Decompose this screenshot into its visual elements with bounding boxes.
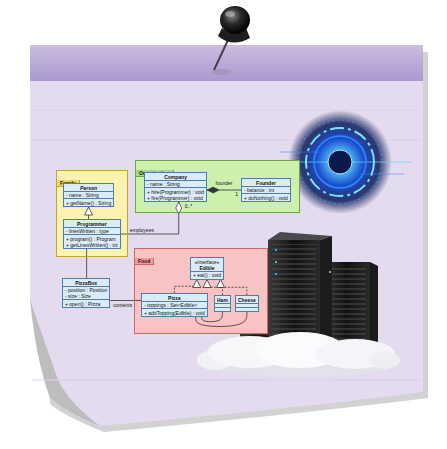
compartment [236,307,258,311]
package-fill [135,160,300,213]
edge-label: employees [129,227,155,233]
realization-line [174,280,196,294]
edge-label: contents [112,302,133,308]
paper-sheet [30,45,423,426]
class-box: Ham [214,295,231,312]
class-name: Cheese [236,296,258,303]
class-member: - linesWritten : type [64,227,120,235]
class-member: + doNothing() : void [242,193,290,201]
class-member: + getLinesWritten() : int [64,242,120,249]
class-box: «interface»Edible+ eat() : void [190,257,224,280]
multiplicity: 1 [234,191,239,197]
class-box: Founder- balance : int+ doNothing() : vo… [241,178,291,202]
class-box: Company- name : String+ hire(Programmer)… [144,172,207,202]
package-fill [56,170,128,257]
association-line [88,207,89,219]
association-line [121,202,179,234]
paper-lines [32,110,421,380]
class-member: + getName() : String [64,198,113,206]
class-member: + eat() : void [191,271,223,279]
push-pin [212,6,250,75]
class-member: - name : String [145,180,206,188]
class-member: - toppings : Set<Edible> [142,301,207,309]
stereotype: «interface» [191,258,223,265]
class-box: Cheese [235,295,259,312]
edge-label: founder [215,180,234,186]
class-member: - balance : int [242,186,290,194]
class-box: Person- name : String+ getName() : Strin… [63,183,114,207]
class-member: + program() : Program [64,234,120,242]
class-name: Ham [215,296,230,303]
realization-line [207,280,222,296]
class-member: + addTopping(Edible) : void [142,308,207,316]
class-box: Programmer- linesWritten : type+ program… [63,219,121,249]
package-frame: FamilyPerson- name : String+ getName() :… [56,170,128,257]
paper-band [30,45,423,81]
paper-curl [30,300,100,426]
class-member: + open() : Pizza [63,299,109,307]
multiplicity: 0..* [184,203,194,209]
class-member: - name : String [64,191,113,199]
package-name: Food [135,258,154,265]
package-fill [134,248,268,334]
class-member: + hire(Programmer) : void [145,187,206,195]
class-member: + fire(Programmer) : void [145,195,206,202]
package-frame: Food «interface»Edible+ eat() : voidPizza… [134,248,268,334]
cloud [197,332,400,377]
association-line [86,249,87,278]
compartment [215,307,230,311]
realization-line [221,280,247,296]
class-member: - position : Position [63,286,109,294]
package-frame: OrganizationCompany- name : String+ hire… [135,160,300,213]
class-box: PizzaBox- position : Position- size : Si… [62,278,110,308]
class-box: Pizza- toppings : Set<Edible>+ addToppin… [141,293,208,317]
